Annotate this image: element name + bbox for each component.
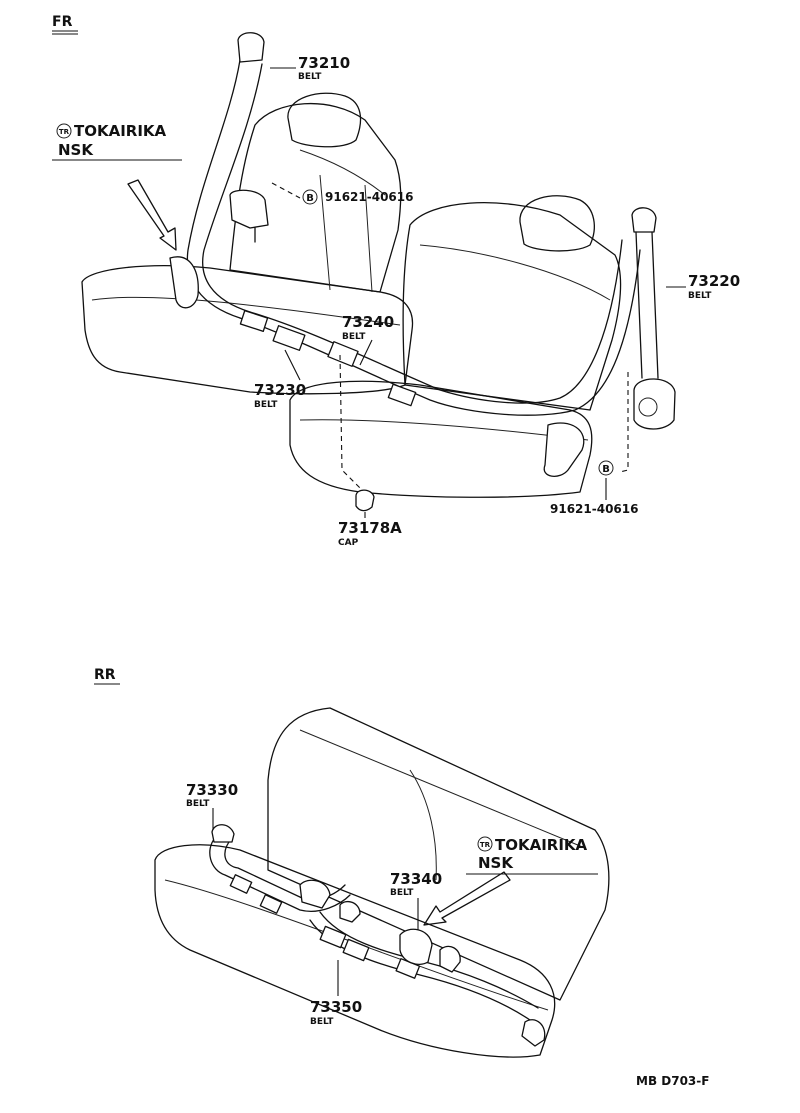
section-front: FR bbox=[52, 14, 740, 548]
anchor-center bbox=[299, 879, 331, 909]
lower-anchor-right bbox=[543, 422, 585, 477]
maker-symbol-rear-circle bbox=[477, 836, 493, 852]
rear-seatback-seam bbox=[299, 729, 586, 881]
bolt-number-lower: 91621-40616 bbox=[550, 502, 638, 516]
maker-name-front-2: NSK bbox=[58, 141, 94, 159]
dash-bolt-upper bbox=[271, 182, 301, 199]
front-headrest-left bbox=[287, 92, 362, 148]
front-seatback-right-seam bbox=[419, 244, 611, 301]
part-name-73210: BELT bbox=[298, 72, 322, 82]
front-seatback-left-seam bbox=[299, 149, 386, 293]
anchor-73350-end bbox=[521, 1019, 546, 1047]
maker-name-rear-1: TOKAIRIKA bbox=[495, 836, 588, 854]
part-name-73230: BELT bbox=[254, 400, 278, 410]
buckle-73350-2 bbox=[342, 938, 370, 962]
diagram-code: MB D703-F bbox=[636, 1074, 709, 1088]
retractor-73220 bbox=[633, 378, 676, 430]
part-number-73230: 73230 bbox=[254, 381, 306, 399]
maker-label-front: TR TOKAIRIKA NSK bbox=[52, 122, 182, 251]
belt-lap-front-edge bbox=[249, 239, 623, 404]
part-name-73330: BELT bbox=[186, 799, 210, 809]
part-number-73240: 73240 bbox=[342, 313, 394, 331]
part-name-73178A: CAP bbox=[338, 538, 359, 548]
tongue-73330-2 bbox=[259, 894, 283, 914]
part-name-73340: BELT bbox=[390, 888, 414, 898]
dash-cap bbox=[339, 354, 363, 491]
tongue-plate-2 bbox=[387, 383, 417, 407]
leader-73230 bbox=[284, 349, 301, 381]
section-label-rear: RR bbox=[94, 667, 116, 683]
belt-73330-edge bbox=[224, 837, 346, 900]
tongue-73330-1 bbox=[229, 874, 253, 894]
anchor-center-2 bbox=[339, 900, 361, 923]
rear-seatback bbox=[267, 707, 610, 1001]
anchor-73340-2 bbox=[439, 945, 461, 973]
buckle-anchor-left bbox=[169, 256, 199, 309]
anchor-73340 bbox=[399, 928, 433, 965]
front-seatback-right bbox=[402, 202, 622, 411]
maker-name-rear-2: NSK bbox=[478, 854, 514, 872]
leader-73240 bbox=[359, 339, 373, 366]
front-seat-cushion-right bbox=[289, 380, 593, 498]
buckle-73230 bbox=[272, 325, 306, 351]
anchor-73220-upper bbox=[631, 207, 657, 233]
part-name-73240: BELT bbox=[342, 332, 366, 342]
belt-lap-front bbox=[239, 249, 641, 416]
tongue-plate-1 bbox=[239, 309, 269, 333]
bolt-marker-upper-circle bbox=[302, 189, 318, 205]
retractor-73220-hub bbox=[638, 397, 658, 417]
front-headrest-right bbox=[519, 195, 595, 252]
anchor-73330-top bbox=[211, 824, 235, 843]
part-number-73178A: 73178A bbox=[338, 519, 402, 537]
buckle-73350-1 bbox=[319, 925, 347, 949]
rear-seat-cushion bbox=[154, 844, 556, 1058]
part-number-73210: 73210 bbox=[298, 54, 350, 72]
cap-73178A bbox=[355, 489, 375, 512]
belt-73210-shoulder bbox=[186, 59, 241, 319]
belt-73210-shoulder-edge bbox=[202, 63, 263, 313]
anchor-73210-upper bbox=[237, 32, 265, 63]
part-name-73350: BELT bbox=[310, 1017, 334, 1027]
section-rear: RR TR TOKAIRIKA NSK bbox=[94, 667, 610, 1058]
maker-arrow-front bbox=[127, 179, 177, 251]
maker-symbol-rear: TR bbox=[480, 841, 491, 849]
retractor-73210 bbox=[229, 189, 269, 229]
section-label-front: FR bbox=[52, 14, 73, 30]
front-seat-cushion-right-seam bbox=[299, 419, 589, 441]
part-number-73350: 73350 bbox=[310, 998, 362, 1016]
bolt-marker-upper: B bbox=[306, 193, 314, 204]
part-number-73330: 73330 bbox=[186, 781, 238, 799]
bolt-marker-lower-circle bbox=[598, 460, 614, 476]
buckle-73240 bbox=[327, 341, 359, 367]
dash-73220 bbox=[619, 372, 629, 473]
part-number-73340: 73340 bbox=[390, 870, 442, 888]
maker-symbol-front-circle bbox=[56, 123, 72, 139]
maker-label-rear: TR TOKAIRIKA NSK bbox=[423, 836, 598, 926]
belt-73330 bbox=[209, 837, 351, 912]
belt-73220-strap bbox=[635, 231, 659, 379]
part-name-73220: BELT bbox=[688, 291, 712, 301]
bolt-number-upper: 91621-40616 bbox=[325, 190, 413, 204]
bolt-marker-lower: B bbox=[602, 464, 610, 475]
maker-symbol-front: TR bbox=[59, 128, 70, 136]
part-number-73220: 73220 bbox=[688, 272, 740, 290]
maker-arrow-rear bbox=[423, 871, 511, 926]
maker-name-front-1: TOKAIRIKA bbox=[74, 122, 167, 140]
